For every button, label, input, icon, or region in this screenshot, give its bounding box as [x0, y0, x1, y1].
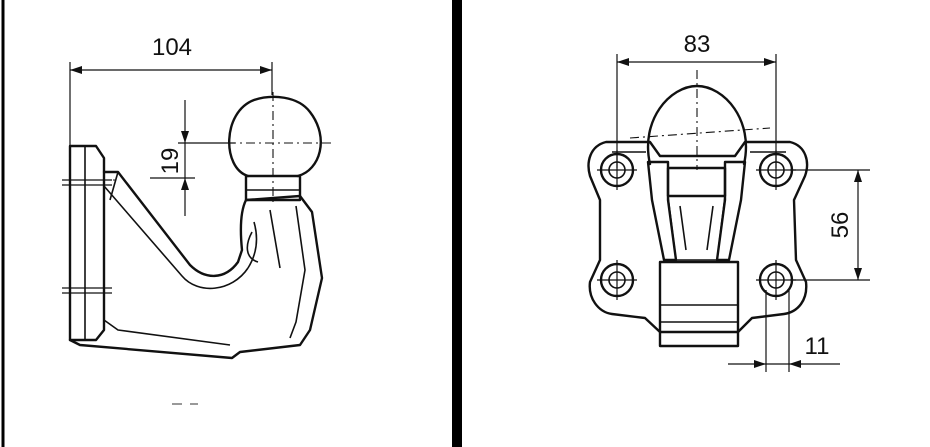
hook-body — [68, 170, 324, 360]
tow-ball-front — [629, 70, 771, 170]
bolt-hole-bottom-left — [597, 260, 637, 300]
bolt-hole-top-right — [756, 150, 796, 190]
mounting-plate — [62, 144, 112, 342]
bolt-hole-top-left — [597, 150, 637, 190]
tow-ball-side — [208, 92, 335, 205]
bolt-holes — [597, 150, 796, 300]
front-width-label: 83 — [684, 31, 711, 58]
hook-neck-front — [646, 160, 747, 348]
bolt-spacing-label: 56 — [827, 212, 854, 239]
side-width-label: 104 — [152, 34, 192, 61]
side-view: 104 19 — [62, 34, 335, 405]
bolt-offset-label: 11 — [805, 333, 830, 360]
dimension-front-width: 83 — [616, 31, 777, 168]
ball-offset-label: 19 — [157, 148, 184, 175]
dimension-bolt-offset: 11 — [728, 290, 840, 372]
dimension-bolt-spacing: 56 — [790, 169, 870, 281]
front-view: 83 56 11 — [587, 31, 870, 372]
dimension-side-width: 104 — [69, 34, 273, 150]
flange-plate — [587, 140, 809, 334]
panel-divider — [452, 0, 462, 447]
bolt-hole-bottom-right — [756, 260, 796, 300]
dimension-ball-offset: 19 — [150, 100, 235, 216]
